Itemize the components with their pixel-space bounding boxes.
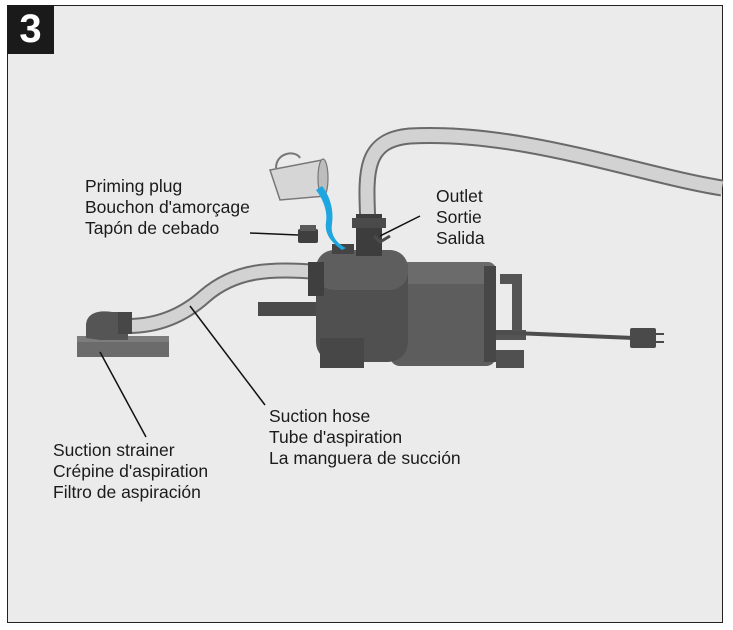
suction-hose-leader: [189, 305, 266, 406]
suction-strainer-label-en: Suction strainer: [53, 440, 175, 460]
priming-plug-label-en: Priming plug: [85, 176, 183, 196]
step-number-badge: 3: [7, 5, 54, 54]
outlet-label-es: Salida: [436, 228, 485, 248]
suction-hose: [127, 262, 319, 334]
pump-bracket: [258, 274, 526, 368]
suction-hose-label: Suction hose Tube d'aspiration La mangue…: [269, 406, 461, 469]
outlet-label: Outlet Sortie Salida: [436, 186, 485, 249]
outlet-fitting: [352, 214, 391, 256]
suction-hose-label-en: Suction hose: [269, 406, 371, 426]
pump-head: [308, 244, 408, 368]
power-cord: [489, 328, 664, 348]
leader-lines: [99, 215, 421, 438]
priming-plug-label: Priming plug Bouchon d'amorçage Tapón de…: [85, 176, 250, 239]
water-stream: [316, 186, 346, 250]
priming-plug-leader: [249, 232, 299, 236]
suction-strainer-label-es: Filtro de aspiración: [53, 482, 201, 502]
priming-plug-label-es: Tapón de cebado: [85, 218, 220, 238]
suction-strainer-label-fr: Crépine d'aspiration: [53, 461, 209, 481]
pump-motor: [390, 262, 496, 366]
outlet-hose: [358, 126, 724, 227]
suction-hose-label-fr: Tube d'aspiration: [269, 427, 403, 447]
suction-strainer-leader: [99, 351, 147, 438]
outlet-label-fr: Sortie: [436, 207, 482, 227]
priming-plug: [298, 225, 318, 243]
suction-strainer-label: Suction strainer Crépine d'aspiration Fi…: [53, 440, 208, 503]
outlet-leader: [379, 215, 421, 237]
suction-hose-label-es: La manguera de succión: [269, 448, 461, 468]
outlet-label-en: Outlet: [436, 186, 483, 206]
priming-plug-label-fr: Bouchon d'amorçage: [85, 197, 250, 217]
suction-strainer: [77, 311, 169, 357]
